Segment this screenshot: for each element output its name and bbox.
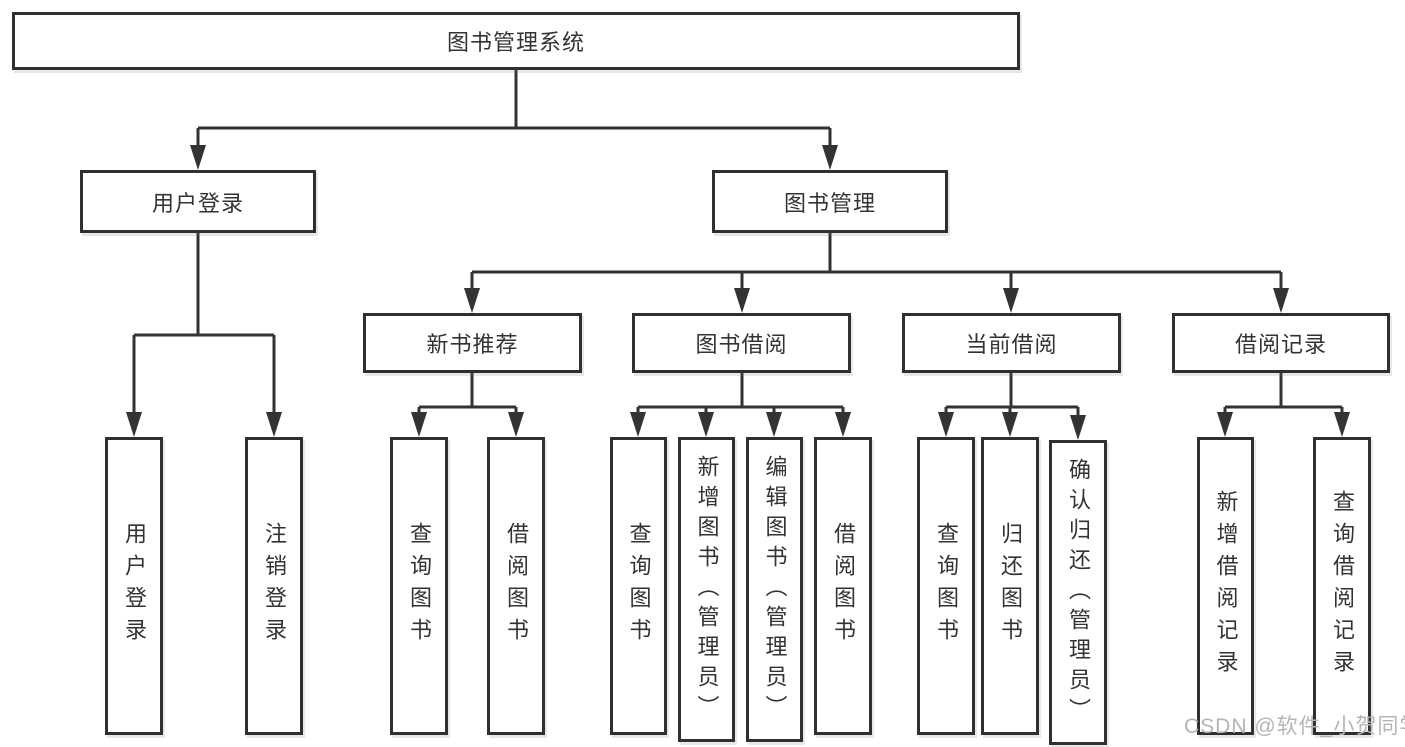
leaf-newbooks-borrow-books-label: 借阅图书 (504, 522, 529, 650)
leaf-newbooks-borrow-books: 借阅图书 (487, 437, 545, 735)
node-root: 图书管理系统 (12, 12, 1020, 70)
leaf-newbooks-query-books-label: 查询图书 (407, 522, 432, 650)
node-book-borrow: 图书借阅 (632, 313, 851, 373)
node-user-login: 用户登录 (80, 170, 316, 233)
leaf-user-login-label: 用户登录 (122, 522, 147, 650)
leaf-confirm-return-admin: 确认归还（管理员） (1049, 440, 1107, 745)
node-root-label: 图书管理系统 (446, 30, 585, 55)
leaf-logout-label: 注销登录 (262, 522, 287, 650)
leaf-borrow-query-books-label: 查询图书 (626, 522, 652, 650)
node-book-management-label: 图书管理 (783, 190, 876, 216)
leaf-borrow-borrow-books: 借阅图书 (814, 437, 872, 735)
node-current-borrow-label: 当前借阅 (965, 332, 1058, 357)
leaf-borrow-query-books: 查询图书 (610, 437, 667, 735)
node-new-book-recommend-label: 新书推荐 (426, 332, 519, 357)
leaf-query-borrow-record-label: 查询借阅记录 (1330, 490, 1355, 682)
leaf-add-books-admin: 新增图书（管理员） (678, 437, 735, 742)
leaf-confirm-return-admin-label: 确认归还（管理员） (1066, 457, 1091, 728)
leaf-return-books: 归还图书 (981, 437, 1039, 735)
leaf-user-login: 用户登录 (105, 437, 163, 735)
leaf-add-borrow-record: 新增借阅记录 (1197, 437, 1254, 735)
leaf-newbooks-query-books: 查询图书 (390, 437, 448, 735)
csdn-watermark: CSDN @软件_小贺同学 (1184, 715, 1405, 738)
node-borrow-records-label: 借阅记录 (1234, 332, 1327, 357)
node-new-book-recommend: 新书推荐 (363, 313, 582, 373)
leaf-add-books-admin-label: 新增图书（管理员） (694, 454, 720, 725)
leaf-edit-books-admin-label: 编辑图书（管理员） (762, 454, 788, 725)
leaf-current-query-books-label: 查询图书 (934, 522, 959, 650)
node-current-borrow: 当前借阅 (902, 313, 1121, 373)
leaf-edit-books-admin: 编辑图书（管理员） (746, 437, 803, 742)
leaf-return-books-label: 归还图书 (998, 522, 1023, 650)
leaf-query-borrow-record: 查询借阅记录 (1313, 437, 1371, 735)
node-user-login-label: 用户登录 (151, 190, 244, 216)
leaf-borrow-borrow-books-label: 借阅图书 (831, 522, 856, 650)
node-book-borrow-label: 图书借阅 (695, 332, 788, 357)
leaf-logout: 注销登录 (245, 437, 303, 735)
node-borrow-records: 借阅记录 (1172, 313, 1390, 373)
node-book-management: 图书管理 (712, 170, 948, 233)
leaf-current-query-books: 查询图书 (917, 437, 975, 735)
leaf-add-borrow-record-label: 新增借阅记录 (1213, 490, 1239, 682)
